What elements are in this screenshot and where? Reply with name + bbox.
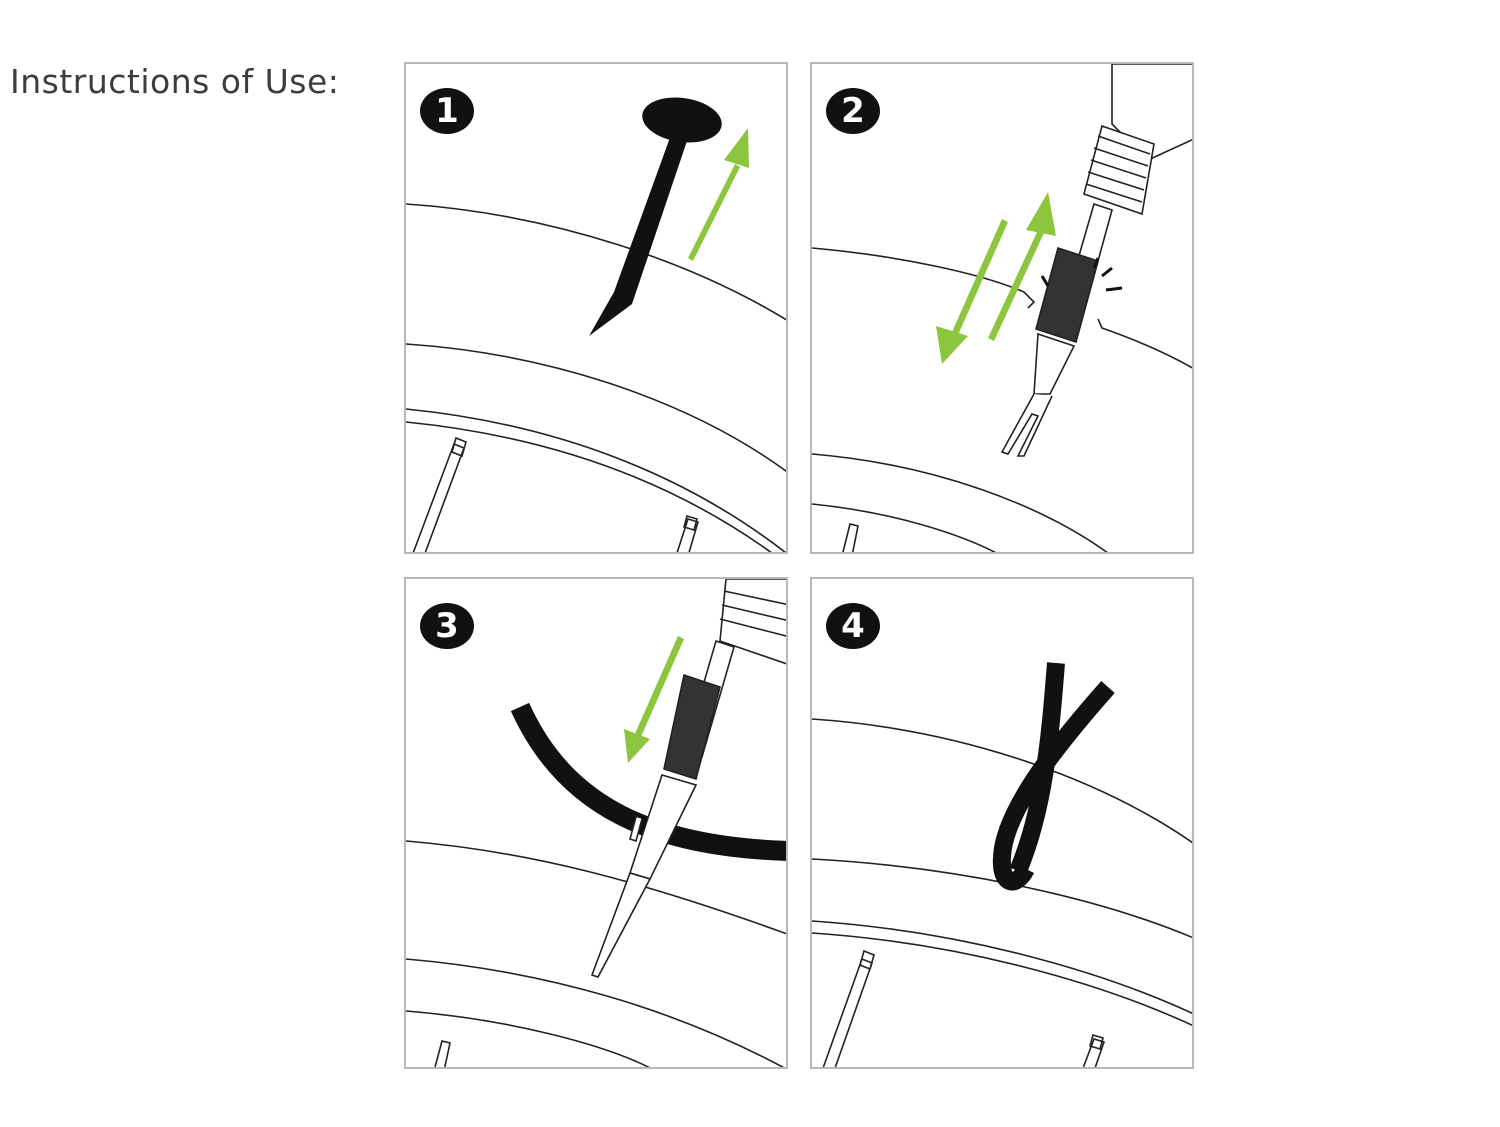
tire-tread-line-left	[812, 247, 1036, 309]
tire-tread-line	[406, 203, 786, 321]
nail-icon	[589, 97, 722, 336]
step-4-badge: 4	[826, 603, 880, 649]
spoke-left	[822, 957, 874, 1067]
instructions-heading: Instructions of Use:	[10, 62, 340, 101]
tire-sidewall-line	[406, 343, 786, 473]
step-4-panel: 4	[810, 577, 1194, 1069]
green-arrow-down-icon	[624, 636, 684, 763]
step-3-badge: 3	[420, 603, 474, 649]
rim-outer-line	[812, 920, 1192, 1015]
step-1-illustration	[406, 97, 786, 552]
rim-inner-line	[406, 421, 772, 552]
tire-tread-line-right	[1097, 318, 1192, 369]
tire-tread-line	[406, 840, 786, 935]
spoke	[434, 1040, 451, 1067]
impact-spark-icon	[1040, 257, 1123, 292]
step-3-illustration	[406, 579, 786, 1067]
step-2-badge: 2	[826, 88, 880, 134]
spoke-right	[1082, 1038, 1106, 1067]
green-arrow-up-icon	[688, 128, 749, 261]
inserted-plug-icon	[992, 662, 1115, 891]
rim-outer-line	[406, 408, 786, 552]
step-3-panel: 3	[404, 577, 788, 1069]
rim-outer-line	[812, 503, 997, 552]
spoke	[842, 523, 859, 552]
tire-tread-line	[812, 718, 1192, 844]
rim-inner-line	[812, 932, 1192, 1027]
tire-sidewall-line	[406, 958, 785, 1067]
plug-strip-icon	[510, 702, 786, 861]
step-4-illustration	[812, 662, 1192, 1067]
spoke-right	[676, 518, 699, 552]
knurled-grip	[663, 673, 721, 781]
tire-sidewall-line	[812, 453, 1108, 552]
step-2-panel: 2	[810, 62, 1194, 554]
step-2-illustration	[812, 64, 1192, 552]
green-arrow-down-icon	[936, 219, 1008, 364]
rim-line	[406, 1010, 650, 1067]
step-1-panel: 1	[404, 62, 788, 554]
tire-sidewall-line	[812, 858, 1192, 939]
spoke-left	[412, 442, 466, 552]
green-arrow-up-icon	[988, 192, 1056, 341]
reamer-tool	[1000, 64, 1192, 457]
step-1-badge: 1	[420, 88, 474, 134]
knurled-grip	[1035, 246, 1099, 344]
insertion-tool	[590, 579, 786, 978]
